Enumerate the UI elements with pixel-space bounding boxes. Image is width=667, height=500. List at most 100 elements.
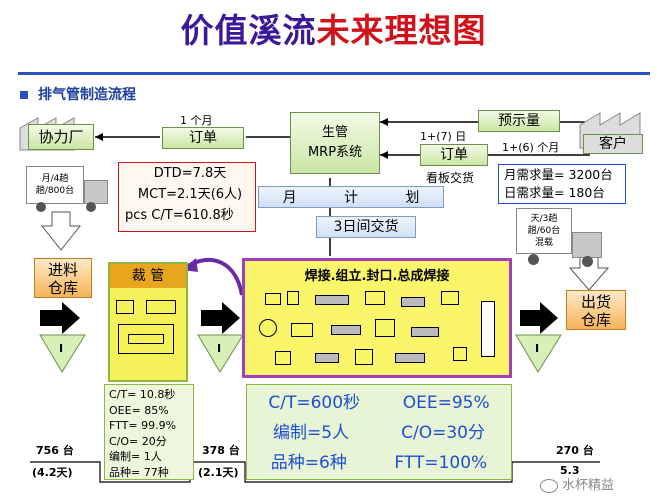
equipment-icon [265,293,281,305]
inventory-triangle-1 [39,334,86,373]
supplier-box: 协力厂 [28,124,94,150]
delivery-3day-label: 3日间交货 [333,219,399,235]
timeline-days-1: (4.2天) [32,466,73,479]
order-frequency-left: 1 个月 [180,114,213,127]
push-arrow-2 [201,302,240,334]
cutting-ftt: FTT= 99.9% [109,419,177,432]
machine-icon [116,300,134,314]
customer-truck-icon: 天/3趟 趟/60台 混载 [516,208,608,270]
production-control-title: 生管 [321,125,348,140]
demand-daily: 日需求量= 180台 [504,185,605,200]
customer-truck-mixed: 混载 [534,238,553,248]
cutting-ct: C/T= 10.8秒 [109,388,176,401]
equipment-icon [441,291,459,305]
customer-box: 客户 [583,134,643,154]
arrowhead [380,118,388,126]
cutting-variety: 品种= 77种 [109,465,169,479]
kanban-delivery-label: 看板交货 [426,171,475,185]
demand-monthly: 月需求量= 3200台 [504,167,613,182]
outbound-store-box: 出货 仓库 [566,290,626,330]
title-rule [18,72,650,75]
customer-label: 客户 [599,136,627,152]
bullet-square-icon [20,91,28,99]
metric-ct: pcs C/T=610.8秒 [125,208,234,223]
equipment-icon [331,325,361,335]
inventory-marker-3: I [535,342,540,355]
welding-oee: OEE=95% [402,393,490,413]
machine-icon [118,324,174,354]
forecast-label: 预示量 [498,113,540,129]
order-label-right: 订单 [440,147,468,163]
truck-wheel [582,256,593,267]
title-part-1: 价值溪流 [180,11,317,50]
order-label-left: 订单 [189,130,217,146]
cutting-co: C/O= 20分 [109,434,167,448]
cutting-header: 裁 管 [110,264,186,288]
truck-wheel [528,254,539,265]
monthly-plan-char-2: 计 [343,190,358,206]
monthly-plan-char-1: 月 [282,190,297,206]
truck-cargo: 月/4趟 趟/800台 [26,166,84,204]
equipment-icon [401,297,425,307]
inventory-marker-2: I [217,342,222,355]
watermark-text: 水杯精益 [562,478,615,493]
cutting-process-box: 裁 管 [108,262,188,382]
section-title: 排气管制造流程 [38,87,136,103]
supplier-truck-icon: 月/4趟 趟/800台 [26,166,112,212]
order-box-right: 订单 [420,144,488,166]
arrowhead [380,151,388,159]
equipment-icon [453,347,467,361]
welding-variety: 品种=6种 [270,453,347,473]
inventory-marker-1: I [59,342,64,355]
inventory-triangle-3 [515,334,562,373]
title-part-2: 未来理想图 [316,11,487,50]
machine-icon [146,300,176,314]
monthly-plan-bar: 月 计 划 [258,186,444,208]
equipment-icon [355,349,373,365]
metric-dtd: DTD=7.8天 [153,166,227,181]
truck-cab [572,232,602,258]
equipment-icon [365,291,385,305]
welding-ct: C/T=600秒 [268,393,361,413]
welding-row-1: C/T=600秒 OEE=95% [247,388,511,418]
outbound-store-line-2: 仓库 [580,311,611,329]
order-frequency-right: 1+(6) 个月 [502,141,560,154]
timeline-days-2: (2.1天) [198,466,239,479]
timeline-inventory-3: 270 台 [556,444,594,457]
timeline-inventory-2: 378 台 [202,444,240,457]
delivery-3day-bar: 3日间交货 [316,216,416,238]
welding-cell-title: 焊接.组立.封口.总成焊接 [304,269,450,284]
truck-wheel [86,202,96,212]
equipment-icon [259,319,277,337]
equipment-icon [375,319,395,337]
outbound-store-line-1: 出货 [580,293,611,311]
equipment-icon [395,353,425,363]
customer-truck-qty: 趟/60台 [527,226,561,236]
cutting-staffing: 编制= 1人 [109,450,162,463]
equipment-icon [481,301,495,357]
equipment-icon [315,353,339,363]
welding-co: C/O=30分 [401,423,485,443]
wechat-icon [540,478,558,493]
equipment-icon [315,295,349,305]
monthly-plan-char-3: 划 [405,190,420,206]
forecast-frequency: 1+(7) 日 [420,130,467,143]
cutting-label: 裁 管 [131,268,165,284]
lead-time-metrics-box: DTD=7.8天 MCT=2.1天(6人) pcs C/T=610.8秒 [118,162,256,232]
truck-cargo: 天/3趟 趟/60台 混载 [516,208,572,254]
equipment-icon [291,323,313,337]
cutting-data-box: C/T= 10.8秒 OEE= 85% FTT= 99.9% C/O= 20分 … [104,384,194,480]
section-heading: 排气管制造流程 [20,84,136,104]
equipment-icon [275,351,291,365]
production-control-system: MRP系统 [307,145,363,160]
timeline-inventory-1: 756 台 [36,444,74,457]
equipment-icon [411,327,439,337]
truck-cab [84,180,108,204]
shipment-arrow-supplier [40,211,82,251]
page-title: 价值溪流未来理想图 [0,4,667,52]
timeline-ladder [30,461,600,483]
truck-wheel [36,202,46,212]
